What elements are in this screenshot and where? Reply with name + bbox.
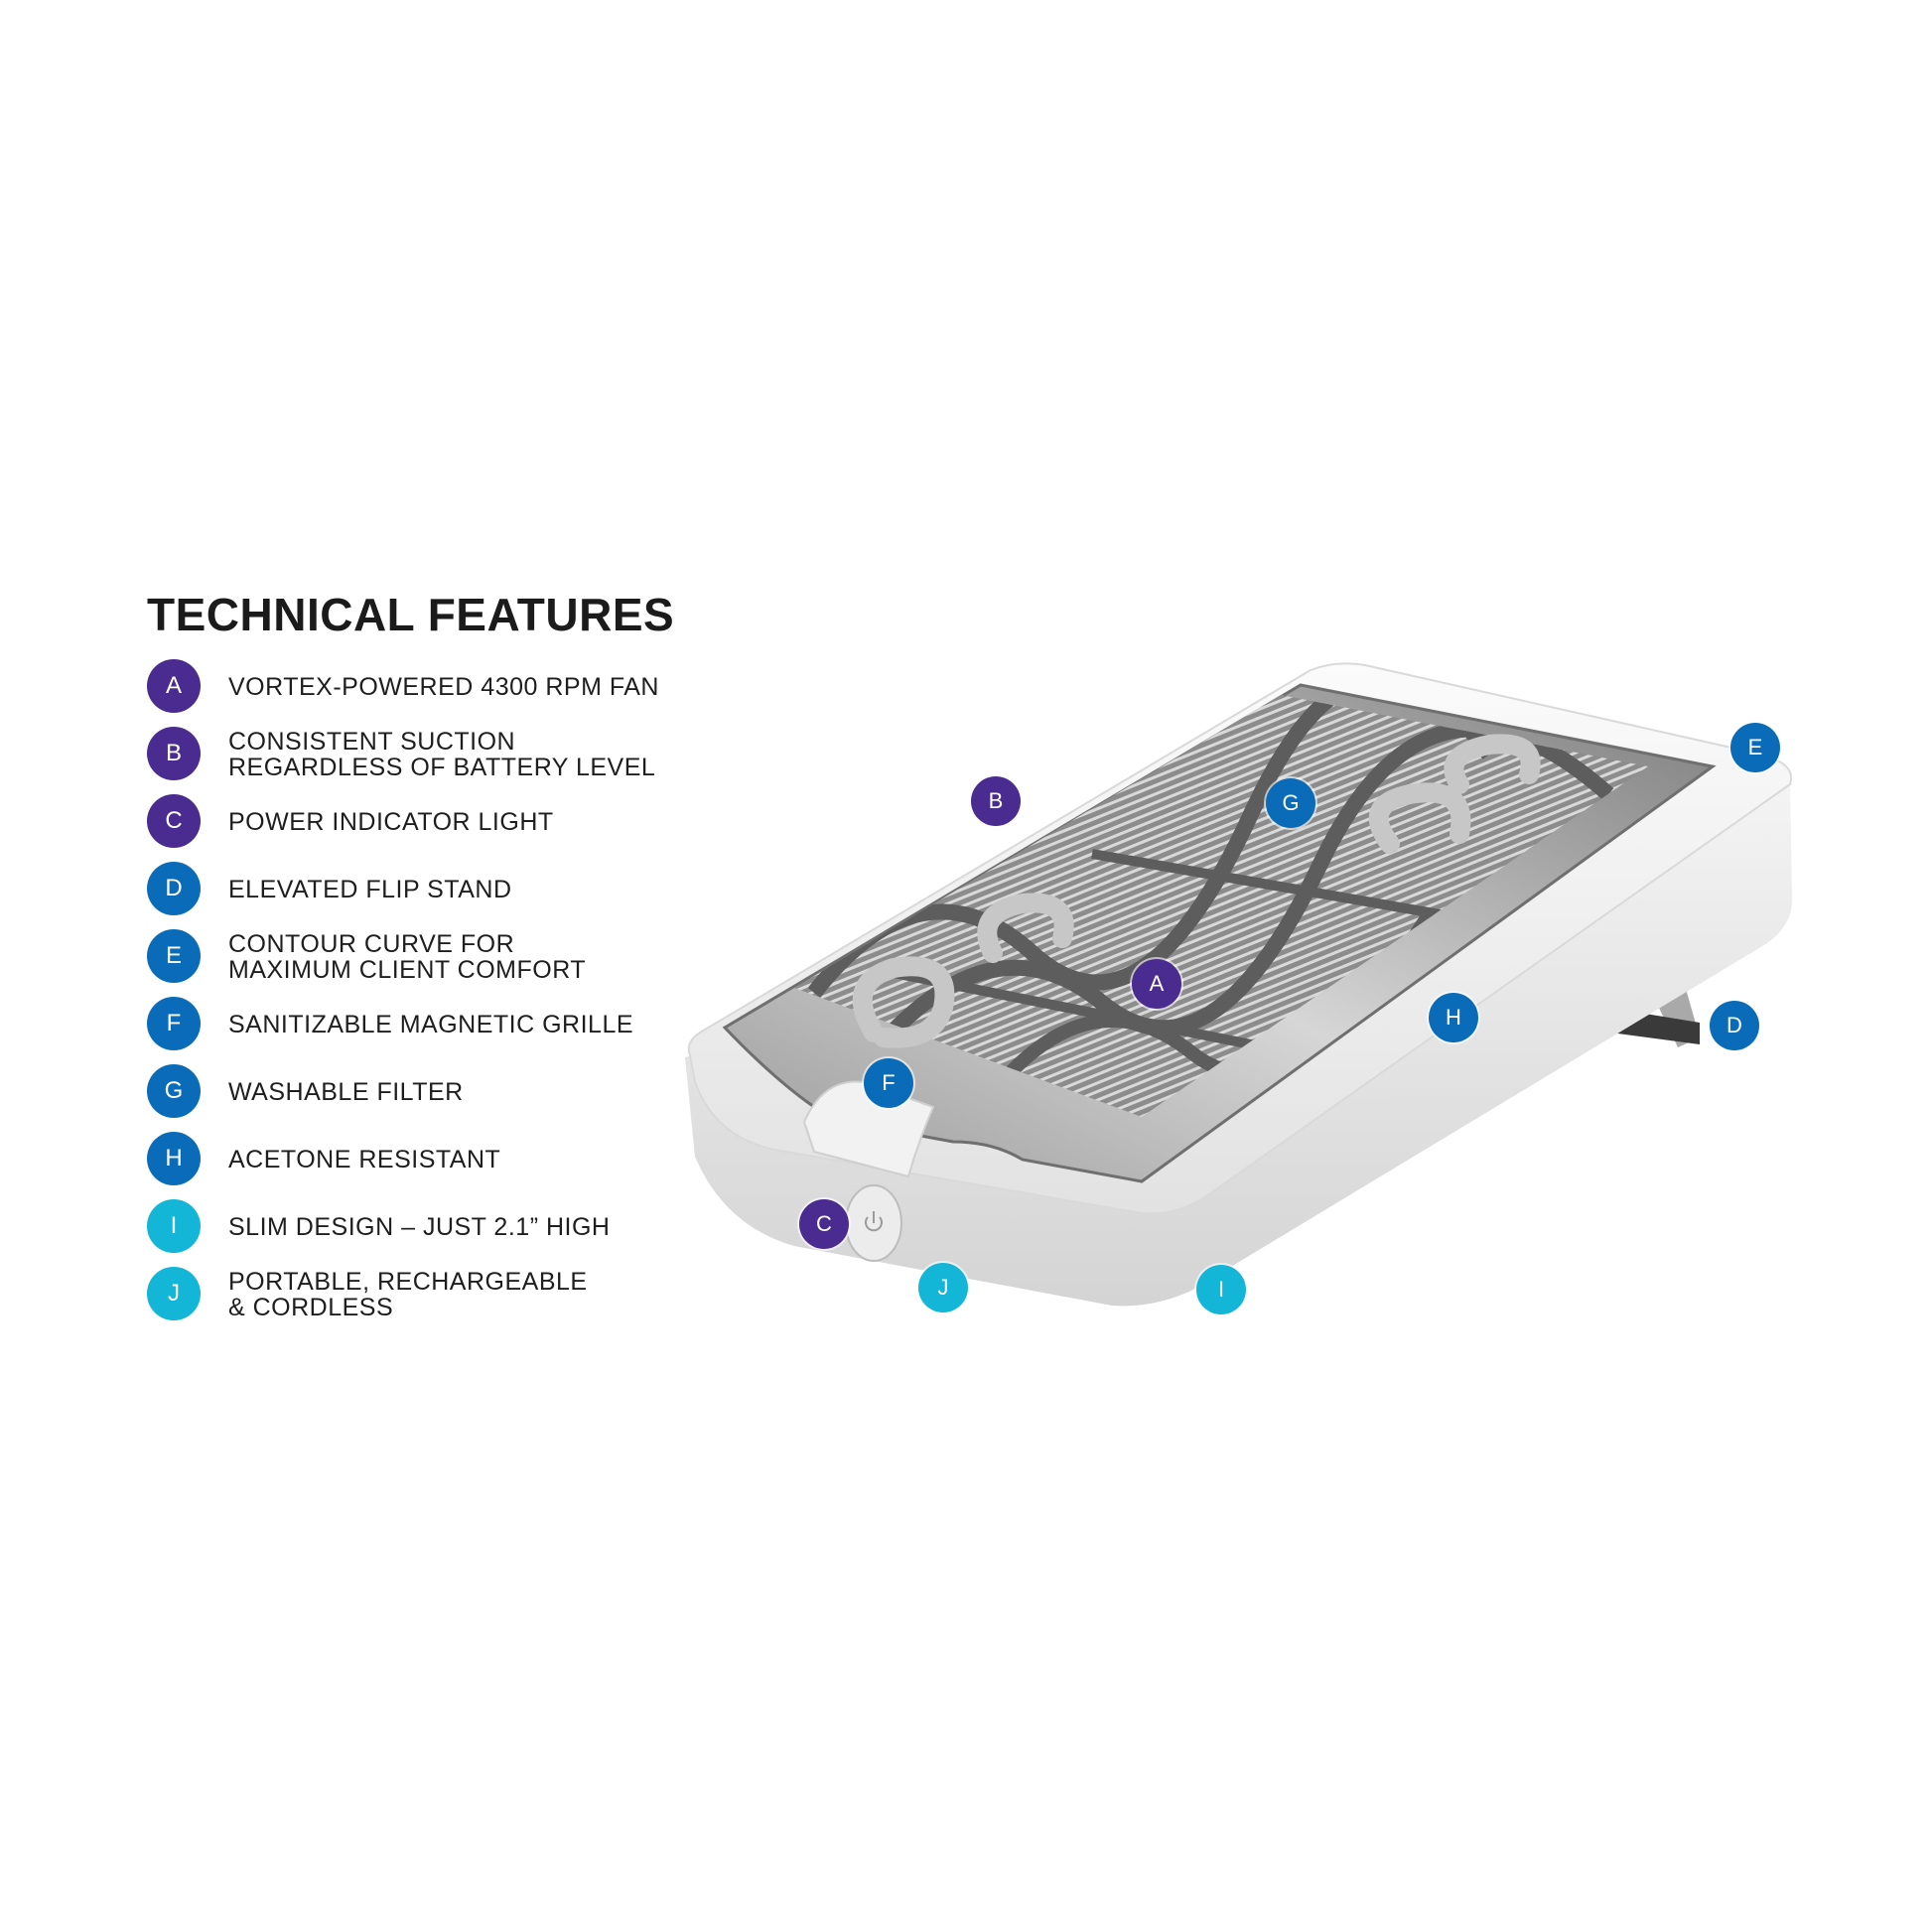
badge-g: G bbox=[147, 1064, 201, 1118]
feature-item-f: F SANITIZABLE MAGNETIC GRILLE bbox=[147, 997, 703, 1052]
badge-b: B bbox=[147, 727, 201, 780]
badge-c: C bbox=[147, 794, 201, 848]
feature-item-e: E CONTOUR CURVE FOR MAXIMUM CLIENT COMFO… bbox=[147, 929, 703, 985]
feature-item-c: C POWER INDICATOR LIGHT bbox=[147, 794, 703, 850]
feature-item-h: H ACETONE RESISTANT bbox=[147, 1132, 703, 1187]
badge-e: E bbox=[147, 929, 201, 983]
badge-a: A bbox=[147, 659, 201, 713]
badge-j: J bbox=[147, 1267, 201, 1320]
power-icon bbox=[865, 1211, 883, 1232]
feature-item-g: G WASHABLE FILTER bbox=[147, 1064, 703, 1120]
badge-h: H bbox=[147, 1132, 201, 1185]
features-title: TECHNICAL FEATURES bbox=[147, 589, 675, 640]
badge-d: D bbox=[147, 862, 201, 915]
callout-g: G bbox=[1266, 778, 1315, 828]
feature-text-f: SANITIZABLE MAGNETIC GRILLE bbox=[228, 1011, 634, 1038]
callout-j: J bbox=[918, 1263, 968, 1312]
grille-swirl-pattern bbox=[852, 734, 1541, 1048]
feature-text-i: SLIM DESIGN – JUST 2.1” HIGH bbox=[228, 1213, 611, 1241]
callout-c: C bbox=[799, 1199, 849, 1249]
callout-e: E bbox=[1730, 723, 1780, 772]
feature-text-a: VORTEX-POWERED 4300 RPM FAN bbox=[228, 673, 659, 701]
feature-text-h: ACETONE RESISTANT bbox=[228, 1146, 501, 1173]
feature-text-g: WASHABLE FILTER bbox=[228, 1078, 464, 1106]
badge-f: F bbox=[147, 997, 201, 1050]
callout-f: F bbox=[864, 1058, 913, 1108]
feature-text-d: ELEVATED FLIP STAND bbox=[228, 876, 512, 903]
feature-text-e: CONTOUR CURVE FOR MAXIMUM CLIENT COMFORT bbox=[228, 930, 587, 984]
feature-item-j: J PORTABLE, RECHARGEABLE & CORDLESS bbox=[147, 1267, 703, 1322]
front-tab bbox=[802, 1080, 935, 1178]
callout-h: H bbox=[1429, 993, 1478, 1042]
feature-item-d: D ELEVATED FLIP STAND bbox=[147, 862, 703, 917]
callout-a: A bbox=[1132, 959, 1181, 1009]
badge-i: I bbox=[147, 1199, 201, 1253]
callout-d: D bbox=[1710, 1001, 1759, 1050]
feature-item-b: B CONSISTENT SUCTION REGARDLESS OF BATTE… bbox=[147, 727, 703, 782]
feature-item-a: A VORTEX-POWERED 4300 RPM FAN bbox=[147, 659, 703, 715]
callout-b: B bbox=[971, 776, 1021, 826]
feature-text-j: PORTABLE, RECHARGEABLE & CORDLESS bbox=[228, 1268, 588, 1321]
feature-text-c: POWER INDICATOR LIGHT bbox=[228, 808, 554, 836]
feature-text-b: CONSISTENT SUCTION REGARDLESS OF BATTERY… bbox=[228, 728, 656, 781]
feature-item-i: I SLIM DESIGN – JUST 2.1” HIGH bbox=[147, 1199, 703, 1255]
callout-i: I bbox=[1196, 1265, 1246, 1314]
